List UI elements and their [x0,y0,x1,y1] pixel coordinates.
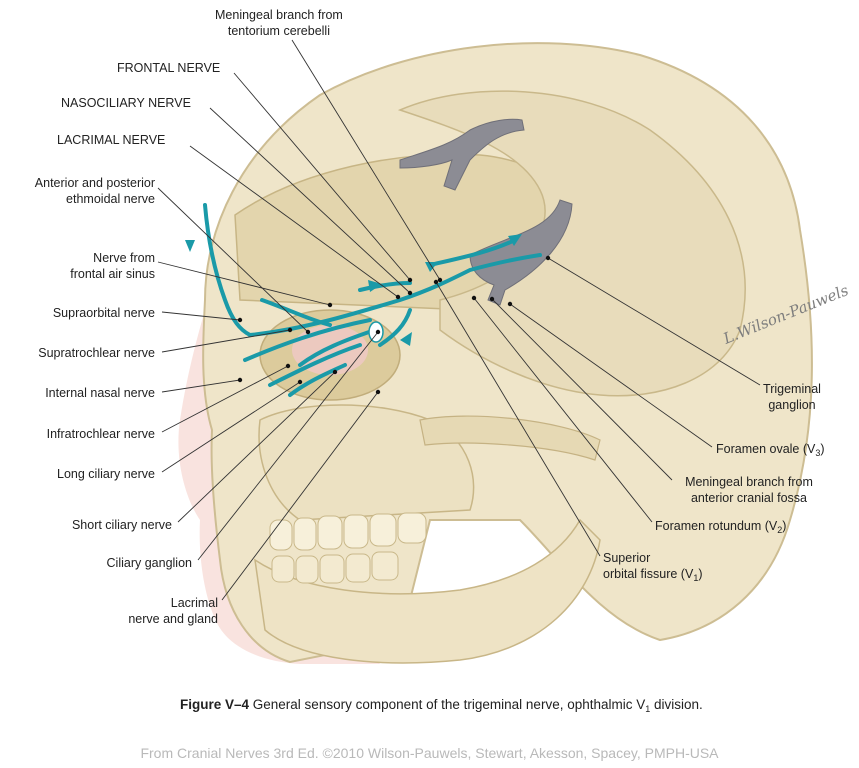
lower-teeth [271,551,399,584]
label-infratrochlear-nerve: Infratrochlear nerve [46,427,155,441]
label-long-ciliary-nerve: Long ciliary nerve [57,467,155,481]
trigeminal-ganglion-shape [469,199,573,306]
label-supratrochlear-nerve: Supratrochlear nerve [38,346,155,360]
label-nasociliary-nerve: NASOCILIARY NERVE [61,96,191,110]
zygomatic-arch [419,415,601,461]
upper-teeth [269,512,427,551]
label-frontal-nerve: FRONTAL NERVE [117,61,221,75]
tentorium-vessel [399,118,525,191]
maxilla [258,404,475,521]
label-meningeal-tentorium: Meningeal branch from tentorium cerebell… [215,8,343,38]
mandible [254,518,601,664]
label-supraorbital-nerve: Supraorbital nerve [52,306,155,320]
label-meningeal-anterior: Meningeal branch from anterior cranial f… [685,475,813,505]
label-lacrimal-nerve-gland: Lacrimal nerve and gland [128,596,218,626]
label-foramen-ovale: Foramen ovale (V3) [716,442,825,458]
leader-dots [237,255,551,395]
label-nerve-frontal-sinus: Nerve from frontal air sinus [70,251,155,281]
label-ethmoidal-nerve: Anterior and posterior ethmoidal nerve [34,176,155,206]
leader-lines [157,39,761,601]
ophthalmic-nerve-paths [203,203,542,397]
source-credit: From Cranial Nerves 3rd Ed. ©2010 Wilson… [140,745,719,761]
cranial-fossa [397,90,746,397]
label-foramen-rotundum: Foramen rotundum (V2) [655,519,787,535]
figure-caption: Figure V–4 General sensory component of … [180,697,703,714]
label-lacrimal-nerve: LACRIMAL NERVE [57,133,166,147]
skull-illustration: L.Wilson-Pauwels [157,39,851,664]
label-short-ciliary-nerve: Short ciliary nerve [71,518,172,532]
label-internal-nasal-nerve: Internal nasal nerve [45,386,155,400]
label-trigeminal-ganglion: Trigeminal ganglion [763,382,821,412]
label-ciliary-ganglion: Ciliary ganglion [106,556,192,570]
label-superior-orbital-fissure: Superior orbital fissure (V1) [603,551,703,583]
